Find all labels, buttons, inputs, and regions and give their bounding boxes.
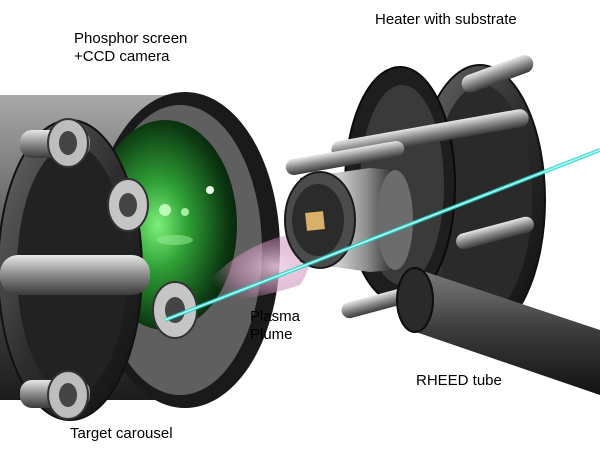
rheed-beam	[164, 148, 600, 322]
phosphor-screen-label: Phosphor screen +CCD camera	[74, 30, 187, 66]
plasma-plume	[195, 232, 310, 301]
plasma-plume-label-line2: Plume	[250, 326, 293, 343]
plasma-plume-label-line1: Plasma	[250, 308, 301, 325]
target-carousel-label: Target carousel	[70, 425, 173, 442]
plasma-plume-label: Plasma Plume	[250, 308, 300, 344]
phosphor-screen-label-line2: +CCD camera	[74, 48, 170, 65]
rheed-tube-label: RHEED tube	[416, 372, 502, 389]
rheed-tube	[396, 267, 600, 395]
phosphor-screen-label-line1: Phosphor screen	[74, 30, 188, 47]
target-carousel	[0, 118, 198, 421]
heater-label: Heater with substrate	[375, 11, 517, 28]
heater-assembly	[284, 55, 546, 336]
